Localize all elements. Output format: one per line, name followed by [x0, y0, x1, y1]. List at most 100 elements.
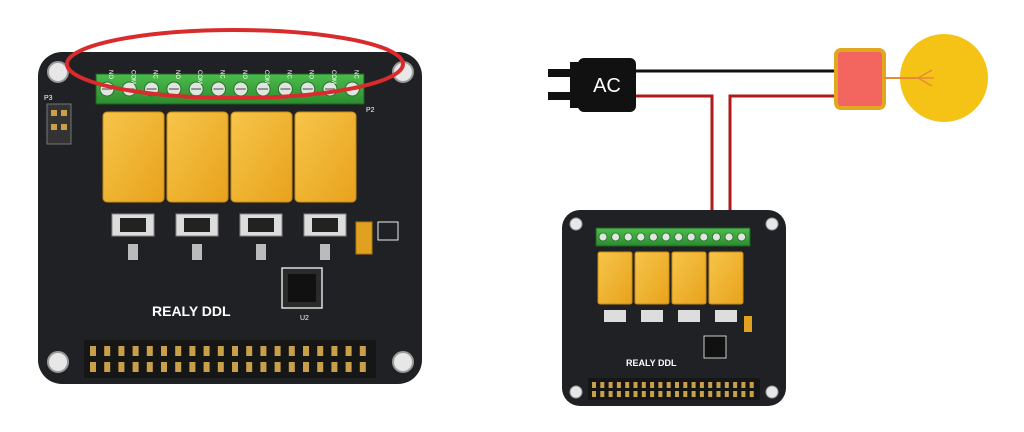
gpio-pin: [345, 362, 352, 372]
gpio-pin: [708, 382, 713, 388]
gpio-pin: [716, 391, 721, 397]
relay-2: [166, 111, 229, 203]
relay-modules: [102, 111, 357, 203]
gpio-pin: [650, 391, 655, 397]
gpio-pin: [359, 346, 366, 356]
terminal-pin-label: COM: [129, 70, 135, 84]
gpio-pin: [161, 346, 167, 356]
gpio-pin: [288, 362, 295, 372]
gpio-pin: [616, 382, 621, 388]
gpio-pin: [359, 362, 366, 372]
terminal-pin-label: NO: [241, 70, 247, 79]
gpio-pin: [658, 382, 663, 388]
relay-3: [230, 111, 293, 203]
gpio-pin: [741, 382, 746, 388]
gpio-pin: [724, 382, 729, 388]
gpio-pin: [331, 346, 338, 356]
plug-prong-bottom: [548, 92, 570, 100]
terminal-label: P2: [366, 107, 375, 114]
gpio-pin: [733, 391, 738, 397]
terminal-screw: [686, 232, 696, 242]
gpio-pin: [641, 382, 646, 388]
gpio-pin: [217, 362, 224, 372]
gpio-pin: [345, 346, 352, 356]
gpio-pin: [246, 362, 253, 372]
gpio-pin: [90, 346, 96, 356]
terminal-pin-label: COM: [196, 70, 202, 84]
terminal-screw: [674, 232, 683, 242]
terminal-highlight-ellipse: [65, 28, 405, 100]
jumper-header: [46, 103, 72, 145]
gpio-pin: [175, 346, 182, 356]
gpio-pin: [592, 391, 596, 397]
gpio-header: [84, 340, 376, 378]
gpio-pin: [232, 362, 238, 372]
gpio-pin: [733, 382, 738, 388]
chip-u2: [281, 267, 323, 309]
gpio-pin: [633, 382, 638, 388]
terminal-pin-label: NC: [152, 70, 158, 79]
terminal-screw: [611, 232, 620, 242]
chip-label: U2: [300, 315, 309, 322]
mounting-holes: [47, 61, 414, 373]
brand-label: REALY DDL: [152, 303, 231, 319]
terminal-screw: [649, 232, 658, 242]
terminal-screw: [277, 81, 293, 97]
gpio-pin: [608, 382, 613, 388]
status-leds: [128, 244, 330, 260]
terminal-screw: [233, 81, 249, 97]
bulb-base: [834, 48, 886, 110]
gpio-pin: [600, 391, 605, 397]
gpio-pin: [132, 362, 139, 372]
gpio-pin: [175, 362, 182, 372]
terminal-screw: [623, 232, 633, 242]
right-relays: [597, 251, 744, 305]
gpio-pin: [118, 346, 125, 356]
gpio-pin: [708, 391, 713, 397]
terminal-screw: [661, 232, 671, 242]
terminal-pin-label: NO: [174, 70, 180, 79]
live-wire-relay-to-bulb: [728, 94, 840, 238]
gpio-pin: [317, 346, 324, 356]
terminal-pin-label: COM: [330, 70, 336, 84]
terminal-screw: [255, 81, 271, 97]
gpio-pin: [600, 382, 605, 388]
right-gpio-header: [588, 378, 760, 400]
gpio-pin: [331, 362, 338, 372]
header-label: P3: [44, 95, 53, 102]
gpio-pin: [203, 362, 210, 372]
right-transistors: [604, 310, 737, 322]
gpio-pin: [749, 391, 754, 397]
terminal-pin-label: NO: [308, 70, 314, 79]
gpio-pin: [132, 346, 139, 356]
gpio-pin: [189, 362, 196, 372]
gpio-pin: [608, 391, 613, 397]
gpio-pin: [625, 391, 630, 397]
gpio-pin: [741, 391, 746, 397]
plug-body: [578, 58, 636, 112]
gpio-pin: [189, 346, 196, 356]
gpio-pin: [716, 382, 721, 388]
gpio-pin: [666, 382, 671, 388]
relay-1: [102, 111, 165, 203]
gpio-pin: [641, 391, 646, 397]
terminal-screw: [699, 232, 709, 242]
right-terminal-block: [595, 227, 751, 247]
gpio-pin: [104, 346, 111, 356]
gpio-pin: [161, 362, 167, 372]
gpio-pin: [274, 346, 281, 356]
gpio-pin: [699, 382, 704, 388]
plug-prong-top: [548, 69, 570, 77]
bulb-filament-rays: [917, 69, 934, 87]
terminal-screw: [211, 81, 226, 97]
right-relay-board: REALY DDL: [562, 210, 786, 406]
gpio-pin: [749, 382, 754, 388]
transistor-row: [111, 213, 347, 237]
gpio-pin: [217, 346, 224, 356]
gpio-pin: [118, 362, 125, 372]
gpio-pin: [260, 346, 267, 356]
terminal-screw: [188, 81, 204, 97]
gpio-pin: [303, 346, 309, 356]
gpio-pin: [683, 391, 688, 397]
